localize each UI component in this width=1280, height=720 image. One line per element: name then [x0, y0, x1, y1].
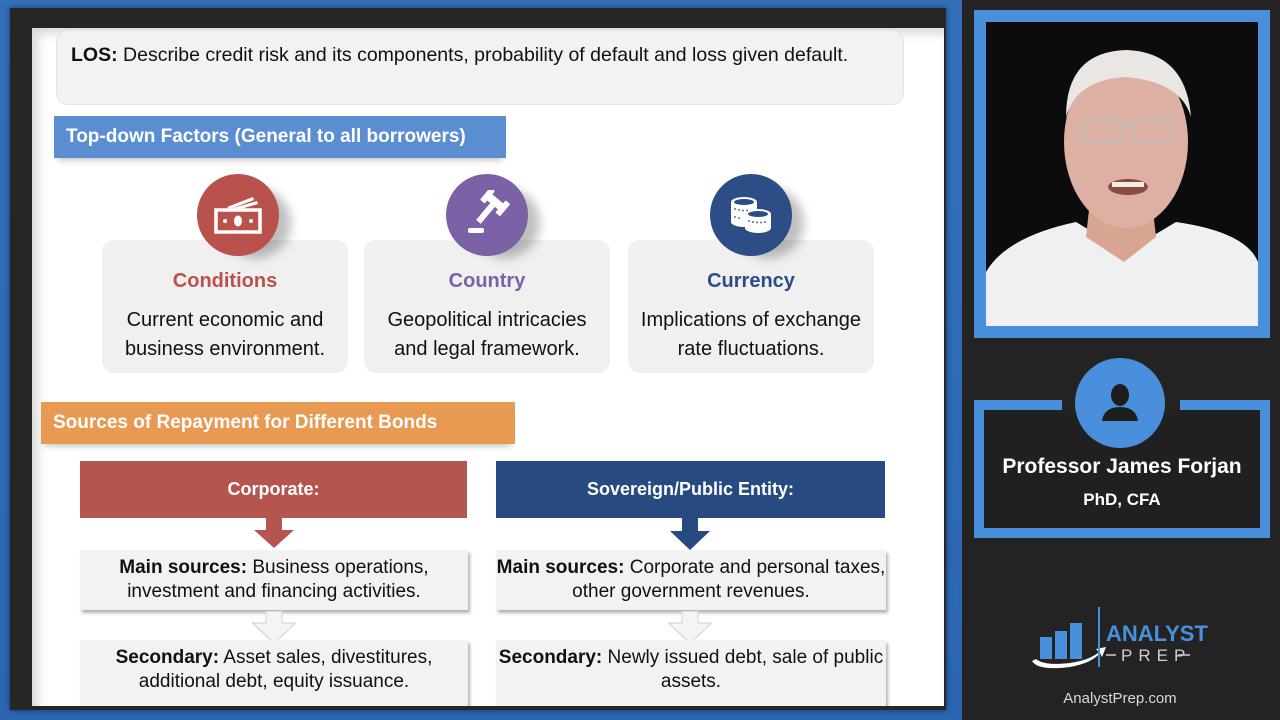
- presenter-video-feed: [986, 22, 1258, 326]
- factor-title: Country: [448, 270, 526, 292]
- presenter-name: Professor James Forjan: [1002, 455, 1242, 478]
- sovereign-secondary-sources: Secondary: Newly issued debt, sale of pu…: [496, 640, 886, 706]
- factor-desc: Current economic and business environmen…: [124, 309, 326, 360]
- los-text: Describe credit risk and its components,…: [117, 44, 849, 66]
- bond-header-corporate: Corporate:: [80, 461, 467, 518]
- label: Main sources:: [496, 557, 625, 578]
- factor-card-currency: Currency Implications of exchange rate f…: [628, 240, 874, 373]
- arrow-down-icon: [254, 518, 294, 548]
- money-bills-icon: [197, 174, 279, 256]
- corporate-secondary-sources: Secondary: Asset sales, divestitures, ad…: [80, 640, 468, 706]
- los-label: LOS:: [71, 44, 118, 66]
- label: Main sources:: [119, 557, 248, 578]
- factor-desc: Geopolitical intricacies and legal frame…: [387, 309, 587, 360]
- arrow-down-outline-icon: [252, 611, 296, 643]
- logo-text-bottom: PREP: [1121, 646, 1191, 665]
- factor-title: Currency: [707, 270, 795, 292]
- section-header-sources-of-repayment: Sources of Repayment for Different Bonds: [41, 402, 515, 444]
- analystprep-logo: ANALYST PREP: [1030, 605, 1210, 675]
- sovereign-main-sources: Main sources: Corporate and personal tax…: [496, 550, 886, 610]
- text: Asset sales, divestitures, additional de…: [138, 647, 433, 692]
- arrow-down-icon: [670, 518, 710, 550]
- presenter-credentials: PhD, CFA: [1083, 490, 1161, 509]
- user-icon: [1075, 358, 1165, 448]
- coins-icon: [710, 174, 792, 256]
- text: Newly issued debt, sale of public assets…: [602, 647, 884, 692]
- text: Corporate and personal taxes, other gove…: [572, 557, 886, 602]
- factor-card-conditions: Conditions Current economic and business…: [102, 240, 348, 373]
- factor-desc: Implications of exchange rate fluctuatio…: [640, 309, 862, 360]
- slide: LOS: Describe credit risk and its compon…: [32, 28, 944, 706]
- gavel-icon: [446, 174, 528, 256]
- learning-objective: LOS: Describe credit risk and its compon…: [56, 30, 904, 105]
- section-header-top-down-factors: Top-down Factors (General to all borrowe…: [54, 116, 506, 158]
- logo-text-top: ANALYST: [1106, 621, 1208, 646]
- website-url[interactable]: AnalystPrep.com: [1063, 690, 1177, 707]
- text: Business operations, investment and fina…: [127, 557, 429, 602]
- corporate-main-sources: Main sources: Business operations, inves…: [80, 550, 468, 610]
- slide-frame: LOS: Describe credit risk and its compon…: [10, 8, 946, 710]
- bond-header-sovereign: Sovereign/Public Entity:: [496, 461, 885, 518]
- label: Secondary:: [115, 647, 220, 668]
- presenter-video[interactable]: [974, 10, 1270, 338]
- arrow-down-outline-icon: [668, 611, 712, 643]
- factor-title: Conditions: [172, 270, 278, 292]
- factor-card-country: Country Geopolitical intricacies and leg…: [364, 240, 610, 373]
- label: Secondary:: [498, 647, 603, 668]
